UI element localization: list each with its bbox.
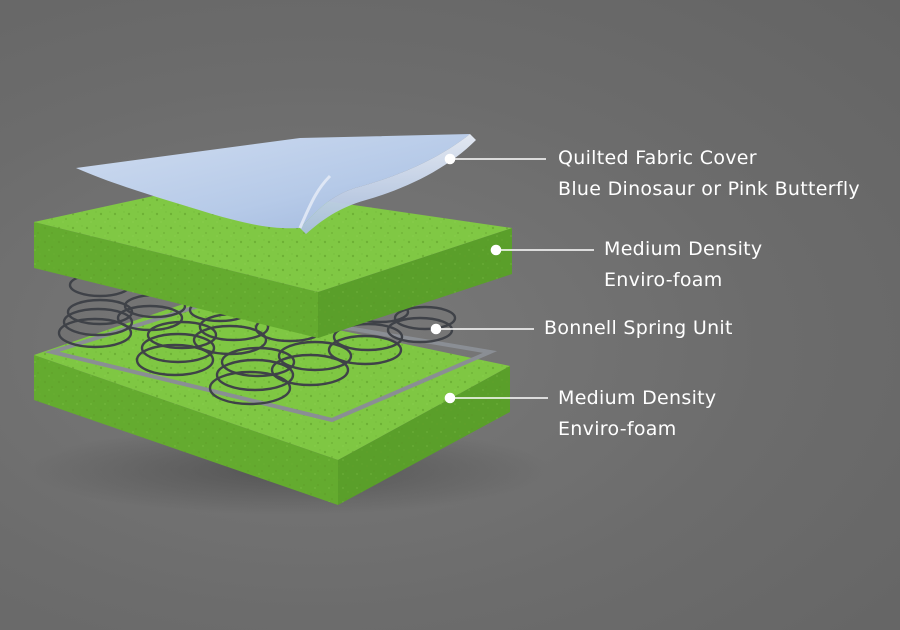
callout-foam-bottom-label: Medium Density Enviro-foam bbox=[558, 383, 716, 445]
spring-frame bbox=[44, 301, 498, 423]
callout-foam-bottom-line1: Medium Density bbox=[558, 387, 717, 409]
callout-foam-top-line1: Medium Density bbox=[604, 238, 763, 260]
callout-lines bbox=[430, 153, 594, 404]
callout-foam-bottom-line2: Enviro-foam bbox=[558, 418, 677, 440]
quilted-fabric-cover bbox=[76, 134, 476, 234]
top-foam-layer bbox=[34, 184, 512, 338]
bottom-foam-layer bbox=[34, 300, 510, 505]
callout-foam-top-line2: Enviro-foam bbox=[604, 269, 723, 291]
callout-spring-line1: Bonnell Spring Unit bbox=[544, 317, 733, 339]
callout-foam-top-label: Medium Density Enviro-foam bbox=[604, 234, 762, 296]
callout-cover-line1: Quilted Fabric Cover bbox=[558, 147, 757, 169]
callout-cover-label: Quilted Fabric Cover Blue Dinosaur or Pi… bbox=[558, 143, 860, 205]
callout-cover-line2: Blue Dinosaur or Pink Butterfly bbox=[558, 178, 860, 200]
callout-spring-label: Bonnell Spring Unit bbox=[544, 313, 733, 344]
